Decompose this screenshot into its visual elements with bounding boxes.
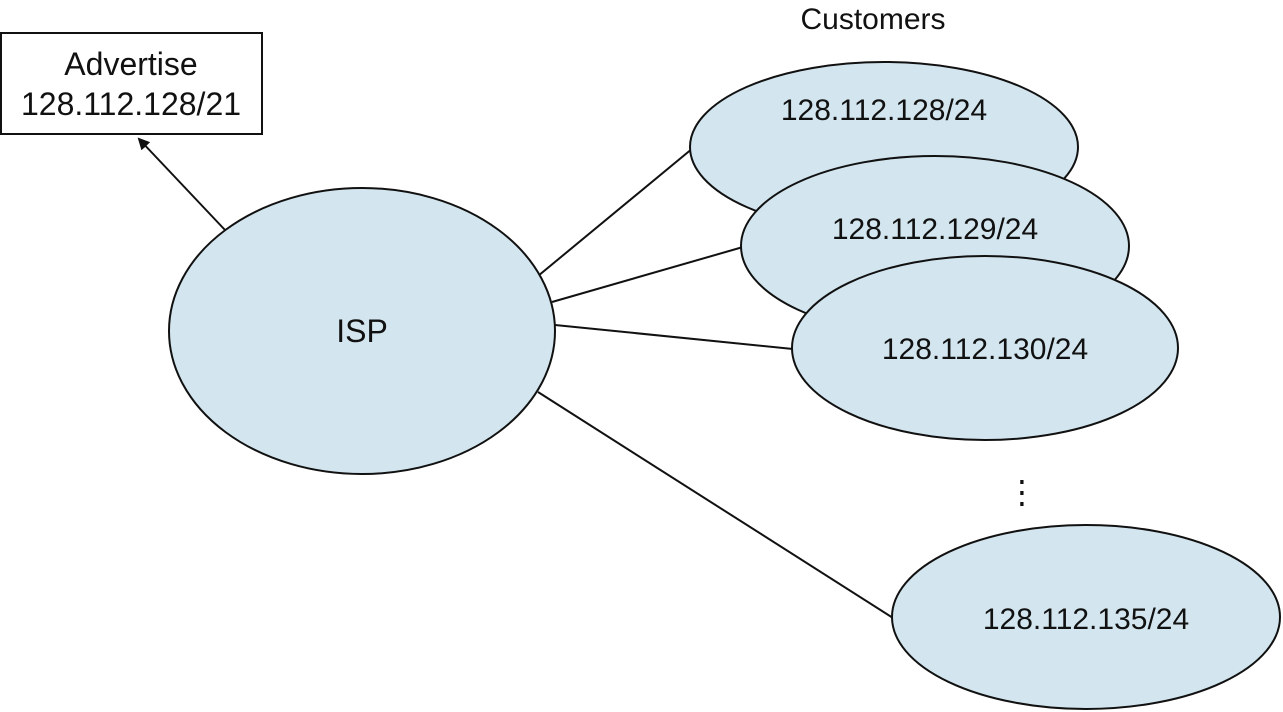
advertise-label: Advertise (64, 46, 197, 82)
customer-label-135: 128.112.135/24 (983, 603, 1189, 636)
more-customers-ellipsis: ⋮ (1006, 474, 1038, 510)
customers-heading: Customers (800, 3, 945, 36)
advertise-box: Advertise 128.112.128/21 (0, 32, 263, 135)
isp-node: ISP (168, 187, 556, 475)
advertise-prefix: 128.112.128/21 (21, 86, 241, 122)
advertise-arrow (137, 137, 226, 231)
customer-label-128: 128.112.128/24 (781, 94, 987, 127)
customer-node-130: 128.112.130/24 (791, 255, 1179, 441)
link-isp-to-customer-135 (537, 391, 894, 619)
customer-label-129: 128.112.129/24 (832, 213, 1038, 246)
link-isp-to-customer-128 (537, 147, 694, 277)
customer-label-130: 128.112.130/24 (882, 333, 1088, 366)
link-isp-to-customer-129 (551, 246, 744, 303)
isp-label: ISP (336, 313, 388, 349)
customer-node-135: 128.112.135/24 (891, 524, 1281, 710)
link-isp-to-customer-130 (554, 324, 794, 350)
